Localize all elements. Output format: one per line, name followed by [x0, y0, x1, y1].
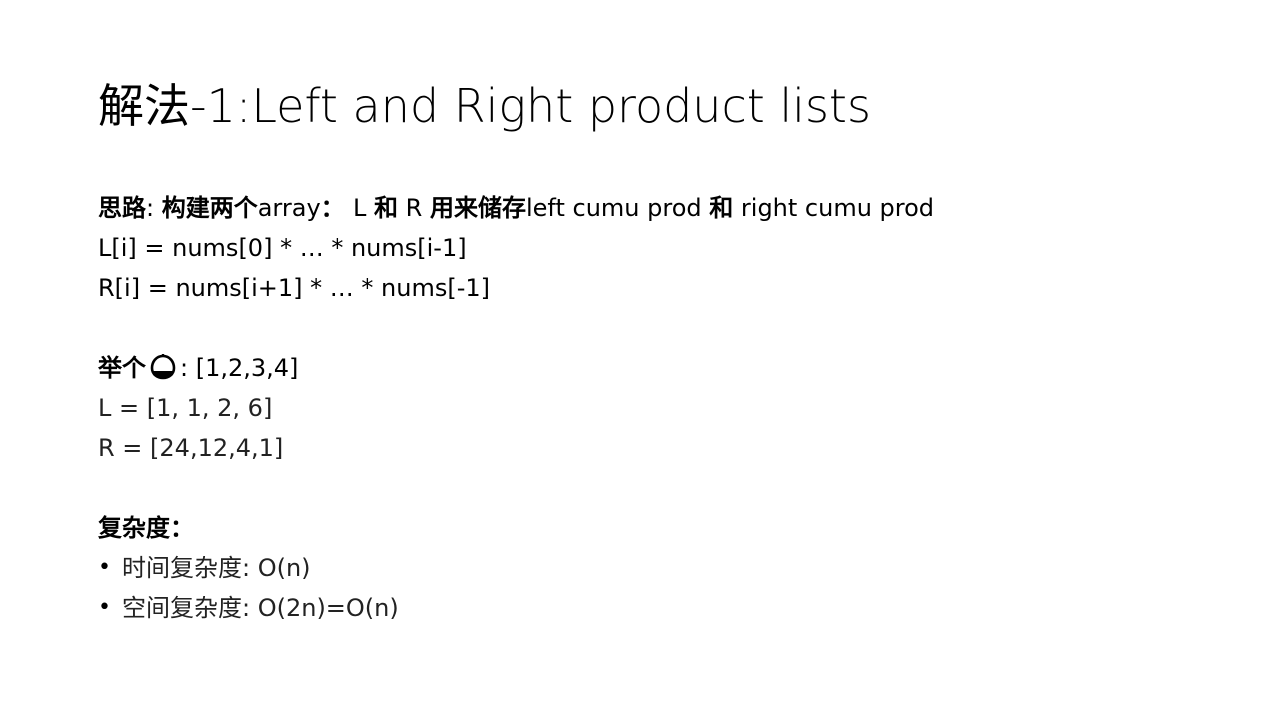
example-array: : [1,2,3,4]	[180, 354, 299, 382]
bullet-icon: •	[98, 595, 111, 620]
bullet-icon: •	[98, 555, 111, 580]
idea-colon2: ：	[320, 194, 354, 222]
idea-build: 构建两个	[161, 194, 258, 222]
example-l: L = [1, 1, 2, 6]	[98, 394, 273, 422]
complexity-heading: 复杂度：	[98, 514, 194, 542]
idea-he-2: 和	[709, 194, 734, 222]
idea-r-word: R	[405, 194, 423, 222]
slide-title: 解法-1:Left and Right product lists	[98, 79, 871, 133]
example-label: 举个	[98, 354, 146, 382]
idea-left-phrase: left cumu prod	[526, 194, 702, 222]
idea-right-phrase: right cumu prod	[740, 194, 935, 222]
complexity-time-text: 时间复杂度: O(n)	[122, 554, 311, 582]
idea-label: 思路	[98, 194, 146, 222]
formula-l: L[i] = nums[0] * … * nums[i-1]	[98, 234, 467, 262]
idea-he-1: 和	[374, 194, 399, 222]
slide-body: 思路: 构建两个array： L 和 R 用来储存left cumu prod …	[98, 188, 1218, 628]
complexity-item-time: • 时间复杂度: O(n)	[98, 548, 1218, 588]
example-r: R = [24,12,4,1]	[98, 434, 284, 462]
idea-colon: :	[146, 194, 162, 222]
spacer	[98, 308, 1218, 348]
idea-use-store: 用来储存	[430, 194, 526, 222]
spacer	[98, 468, 1218, 508]
formula-r: R[i] = nums[i+1] * … * nums[-1]	[98, 274, 490, 302]
chestnut-icon	[148, 352, 178, 382]
complexity-space-text: 空间复杂度: O(2n)=O(n)	[122, 594, 399, 622]
example-line: 举个 : [1,2,3,4]	[98, 348, 1218, 388]
idea-array-word: array	[257, 194, 321, 222]
complexity-item-space: • 空间复杂度: O(2n)=O(n)	[98, 588, 1218, 628]
idea-l-word: L	[353, 194, 367, 222]
idea-line: 思路: 构建两个array： L 和 R 用来储存left cumu prod …	[98, 188, 1218, 228]
